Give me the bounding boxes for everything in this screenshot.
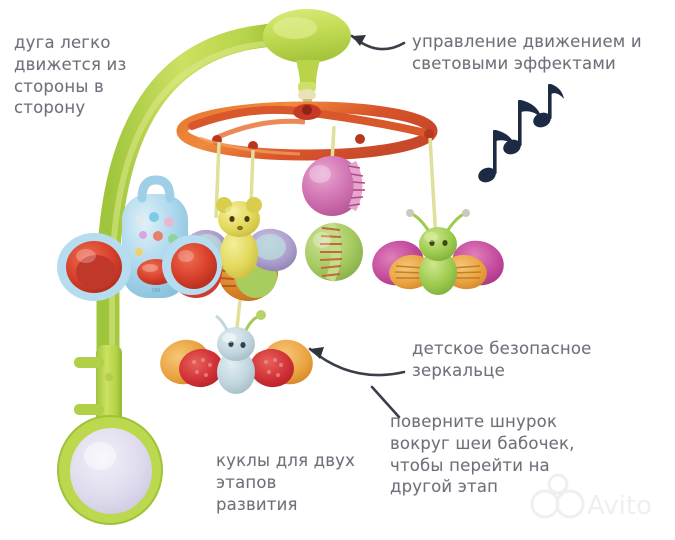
svg-text:ON: ON [152, 288, 160, 294]
annotation-arc: дуга легко движется из стороны в сторону [14, 33, 127, 118]
svg-text:Avito: Avito [587, 491, 652, 521]
motor-head [263, 9, 351, 111]
eighth-note-icon [503, 100, 542, 155]
music-notes [478, 84, 564, 183]
annotation-cord: поверните шнурок вокруг шеи бабочек, что… [390, 412, 575, 497]
arrow-heads [310, 35, 366, 359]
butterfly-bottom [160, 310, 313, 394]
mirror [57, 415, 163, 525]
control-dial-left[interactable] [57, 233, 131, 301]
ball-green [305, 222, 363, 282]
annotation-mirror: детское безопасное зеркальце [412, 339, 592, 380]
avito-watermark: Avito [529, 462, 669, 532]
eighth-note-icon [478, 130, 516, 183]
rotating-ring [176, 101, 438, 161]
annotation-dolls: куклы для двух этапов развития [216, 451, 356, 514]
ball-pink [302, 156, 366, 216]
eighth-note-icon [533, 84, 564, 128]
butterfly-right [372, 209, 504, 295]
control-dial-right[interactable] [162, 235, 222, 295]
annotation-control: управление движением и световыми эффекта… [412, 32, 642, 73]
